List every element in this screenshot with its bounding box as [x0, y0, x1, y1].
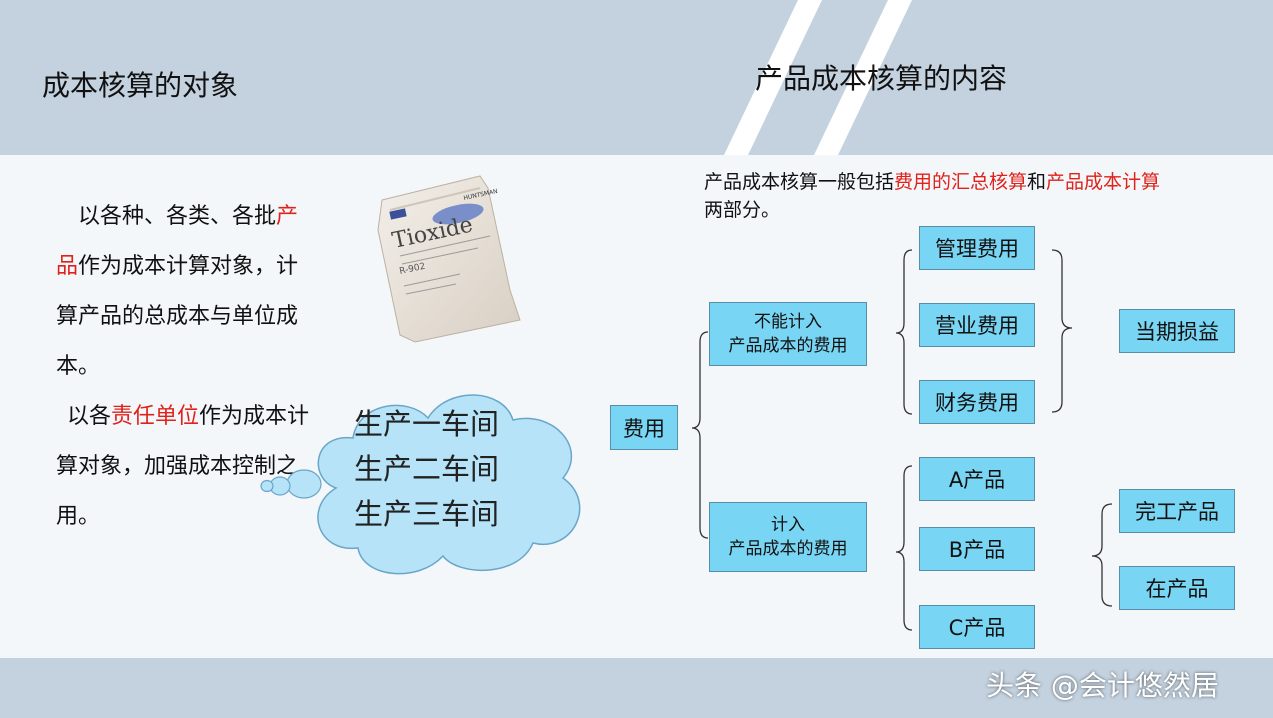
- highlight-expense-summary: 费用的汇总核算: [894, 171, 1028, 193]
- thought-cloud: [260, 394, 581, 575]
- footer-band: [0, 658, 1273, 718]
- cost-object-description: 以各种、各类、各批产品作为成本计算对象，计算产品的总成本与单位成本。 以各责任单…: [56, 192, 316, 542]
- workshop-item: 生产一车间: [354, 407, 500, 441]
- node-operating-expense: 营业费用: [919, 303, 1035, 347]
- highlight-responsibility: 责任单位: [111, 404, 200, 429]
- cost-content-summary: 产品成本核算一般包括费用的汇总核算和产品成本计算两部分。: [704, 171, 1161, 221]
- node-period-profit-loss: 当期损益: [1119, 309, 1235, 353]
- highlight-cost-calculation: 产品成本计算: [1046, 171, 1161, 193]
- node-included-cost: 计入 产品成本的费用: [709, 502, 867, 572]
- node-finished-product: 完工产品: [1119, 489, 1235, 533]
- right-title: 产品成本核算的内容: [755, 62, 1008, 95]
- node-work-in-progress: 在产品: [1119, 566, 1235, 610]
- highlight-products: 产品: [56, 204, 299, 279]
- header-band: [0, 0, 1273, 155]
- workshop-item: 生产二车间: [354, 452, 500, 486]
- workshop-list: 生产一车间 生产二车间 生产三车间: [354, 402, 499, 537]
- decorative-stripes: [724, 0, 912, 155]
- node-expense: 费用: [610, 405, 678, 450]
- watermark: 头条 @会计悠然居: [986, 669, 1219, 702]
- node-financial-expense: 财务费用: [919, 380, 1035, 424]
- product-bag-image: HUNTSMAN Tioxide R-902: [377, 175, 521, 343]
- node-product-b: B产品: [919, 527, 1035, 571]
- node-management-expense: 管理费用: [919, 226, 1035, 270]
- node-product-a: A产品: [919, 457, 1035, 501]
- paragraph-products: 以各种、各类、各批产品作为成本计算对象，计算产品的总成本与单位成本。: [56, 204, 299, 379]
- left-title: 成本核算的对象: [42, 69, 239, 102]
- paragraph-responsibility: 以各责任单位作为成本计算对象，加强成本控制之用。: [56, 404, 310, 529]
- workshop-item: 生产三车间: [354, 497, 500, 531]
- node-product-c: C产品: [919, 605, 1035, 649]
- node-not-included-cost: 不能计入 产品成本的费用: [709, 302, 867, 366]
